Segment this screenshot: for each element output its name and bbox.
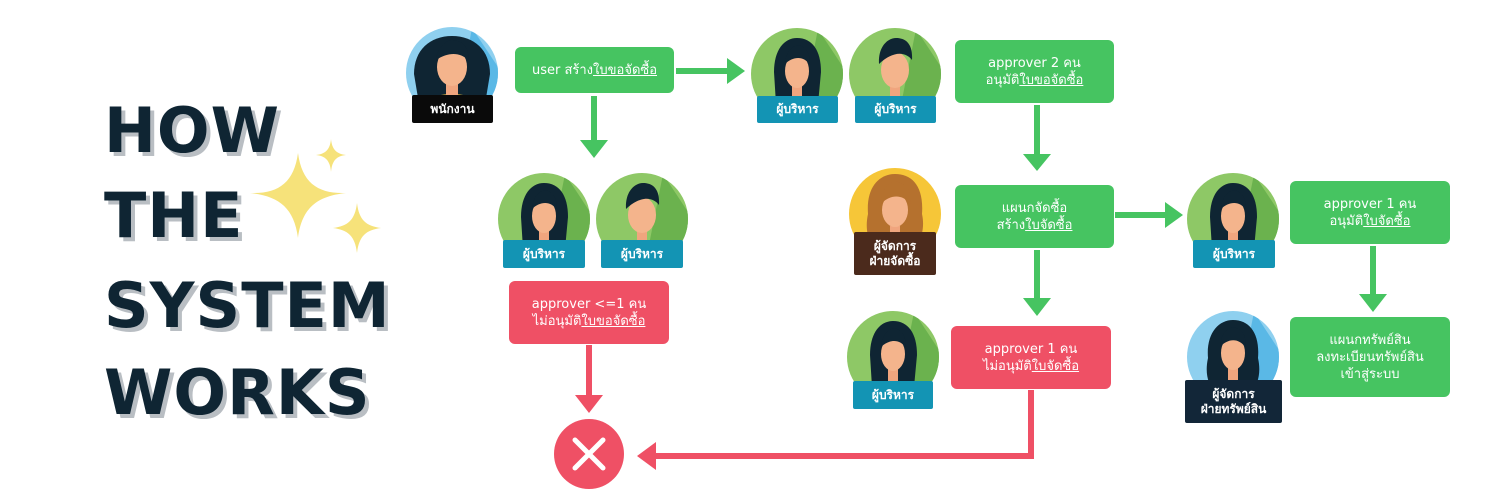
document-link: ใบขอจัดซื้อ [581,313,646,329]
arrow-icon [580,96,608,158]
role-label: ผู้จัดการ [873,238,917,253]
arrow-icon [1023,250,1051,316]
step-line: approver 1 คน [984,341,1078,357]
step-line: ลงทะเบียนทรัพย์สิน [1316,349,1424,365]
role-label: ผู้บริหาร [776,102,819,116]
role-tag-manager: ผู้บริหาร [503,240,585,268]
document-link: ใบจัดซื้อ [1363,213,1411,229]
step-text: สร้างใบจัดซื้อ [997,217,1073,234]
step-line: approver 2 คน [988,55,1081,71]
role-label: ผู้บริหาร [1212,246,1256,261]
step-text: user สร้างใบขอจัดซื้อ [532,62,657,79]
role-tag-asset-manager: ผู้จัดการ ฝ่ายทรัพย์สิน [1185,380,1282,423]
document-link: ใบจัดซื้อ [1025,217,1073,233]
arrow-icon [1359,246,1387,312]
step-asset-register: แผนกทรัพย์สิน ลงทะเบียนทรัพย์สิน เข้าสู่… [1290,317,1450,397]
role-tag-manager: ผู้บริหาร [853,381,933,409]
document-link: ใบขอจัดซื้อ [1019,72,1084,88]
role-tag-manager: ผู้บริหาร [855,96,936,123]
step-user-create: user สร้างใบขอจัดซื้อ [515,47,674,93]
step-prefix: อนุมัติ [1329,213,1364,229]
step-reject-request: approver <=1 คน ไม่อนุมัติใบขอจัดซื้อ [509,281,669,344]
step-prefix: อนุมัติ [985,72,1020,88]
step-text: ไม่อนุมัติใบจัดซื้อ [983,358,1079,375]
document-link: ใบจัดซื้อ [1031,358,1080,374]
role-tag-manager: ผู้บริหาร [1193,240,1275,268]
step-line: แผนกจัดซื้อ [1001,200,1068,216]
title-line: SYSTEM [104,269,391,342]
document-link: ใบขอจัดซื้อ [593,62,658,78]
arrow-icon [637,390,1034,470]
role-tag-purchasing-manager: ผู้จัดการ ฝ่ายจัดซื้อ [854,232,936,275]
arrow-icon [1115,202,1183,228]
role-label: ผู้บริหาร [620,246,664,261]
step-text: อนุมัติใบจัดซื้อ [1329,213,1410,230]
arrow-icon [676,58,745,84]
role-label: ผู้จัดการ [1212,386,1255,401]
step-line: approver 1 คน [1323,196,1417,212]
step-prefix: ไม่อนุมัติ [982,358,1032,374]
title-line: THE [104,179,244,252]
sparkle-icon [250,153,346,238]
role-tag-manager: ผู้บริหาร [601,240,683,268]
arrow-icon [1023,105,1051,171]
step-approver-2: approver 2 คน อนุมัติใบขอจัดซื้อ [955,40,1114,103]
role-label: ฝ่ายทรัพย์สิน [1200,401,1267,416]
step-reject-order: approver 1 คน ไม่อนุมัติใบจัดซื้อ [951,326,1111,389]
step-text: ไม่อนุมัติใบขอจัดซื้อ [533,313,646,330]
role-label: ฝ่ายจัดซื้อ [869,253,921,268]
title-line: WORKS [104,356,371,429]
sparkle-icon [316,139,346,172]
role-tag-employee: พนักงาน [412,95,493,123]
reject-x-icon [554,419,624,489]
role-label: ผู้บริหาร [871,387,915,402]
step-prefix: สร้าง [996,217,1026,233]
sparkle-icon [333,203,381,253]
step-purchasing-create: แผนกจัดซื้อ สร้างใบจัดซื้อ [955,185,1114,248]
role-label: ผู้บริหาร [522,246,566,261]
role-label: ผู้บริหาร [874,102,917,116]
role-tag-manager: ผู้บริหาร [757,96,838,123]
step-prefix: user สร้าง [531,62,594,78]
step-prefix: ไม่อนุมัติ [532,313,582,329]
step-line: เข้าสู่ระบบ [1340,366,1400,382]
step-line: แผนกทรัพย์สิน [1329,332,1411,348]
step-line: approver <=1 คน [531,296,647,312]
arrow-icon [575,345,603,413]
step-text: อนุมัติใบขอจัดซื้อ [986,72,1084,89]
role-label: พนักงาน [430,101,475,116]
title-line: HOW [104,94,280,167]
step-approve-order: approver 1 คน อนุมัติใบจัดซื้อ [1290,181,1450,244]
